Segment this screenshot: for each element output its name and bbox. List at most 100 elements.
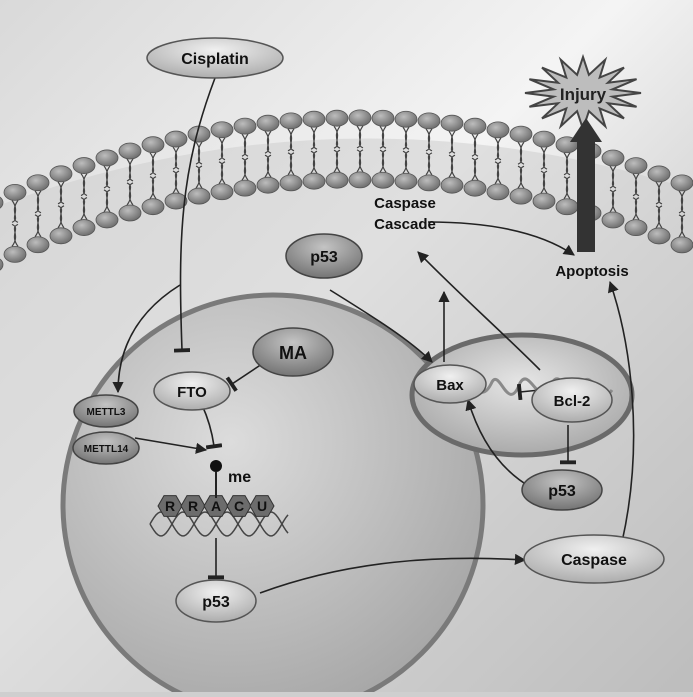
lipid-tail [310, 126, 318, 174]
motif-base: R [157, 495, 183, 517]
lipid-head [3, 245, 27, 263]
lipid-head [279, 174, 303, 192]
fto-label: FTO [177, 384, 207, 401]
motif-letter: R [188, 498, 198, 514]
caspase-cascade-line2: Cascade [374, 216, 436, 233]
lipid-head [302, 110, 326, 128]
lipid-head [95, 211, 119, 229]
bax-node: Bax [413, 364, 487, 404]
rna-strand-2 [149, 511, 289, 537]
lipid-head [348, 109, 372, 127]
lipid-head [256, 176, 280, 194]
motif-base: A [203, 495, 229, 517]
injury-burst: Injury [524, 53, 642, 133]
lipid-head [486, 121, 510, 139]
bcl2-label: Bcl-2 [554, 393, 591, 410]
lipid-tail [678, 190, 686, 238]
ma-label: MA [279, 343, 307, 363]
lipid-head [233, 117, 257, 135]
apoptosis-label: Apoptosis [555, 263, 628, 280]
mettl3-label: METTL3 [87, 407, 126, 418]
lipid-head [601, 211, 625, 229]
lipid-tail [632, 173, 640, 221]
cisplatin-to-mettl3 [112, 284, 181, 394]
caspase-cascade-to-apoptosis [427, 221, 575, 256]
lipid-head [532, 130, 556, 148]
caspase-to-apoptosis [607, 280, 635, 543]
lipid-head [371, 109, 395, 127]
lipid-tail [402, 126, 410, 174]
motif-letter: R [165, 498, 175, 514]
lipid-head [118, 204, 142, 222]
motif-letter: C [234, 498, 244, 514]
methyl-mark: me [210, 460, 251, 498]
lipid-head [440, 114, 464, 132]
lipid-head [371, 171, 395, 189]
lipid-head [164, 192, 188, 210]
mettl3-node: METTL3 [73, 394, 139, 428]
lipid-head [440, 176, 464, 194]
lipid-head [72, 219, 96, 236]
lipid-head [670, 174, 693, 192]
lipid-head [463, 179, 487, 197]
caspase-cascade-line1: Caspase [374, 195, 436, 212]
lipid-tail [333, 125, 341, 173]
p53-mito-node: p53 [521, 469, 603, 511]
lipid-head [624, 219, 648, 237]
lipid-tail [379, 125, 387, 173]
caspase-cascade-node: Caspase Cascade [374, 195, 436, 233]
cisplatin-label: Cisplatin [181, 51, 249, 68]
lipid-head [417, 112, 441, 130]
lipid-head [210, 183, 234, 201]
lipid-tail [563, 152, 571, 200]
lipid-head [210, 121, 234, 139]
lipid-tail [471, 133, 479, 181]
p53-mito-label: p53 [548, 483, 576, 500]
apoptosis-to-injury-arrow [570, 118, 602, 252]
lipid-head [141, 136, 165, 154]
lipid-tail [287, 128, 295, 176]
lipid-head [49, 227, 73, 245]
lipid-head [302, 172, 326, 190]
lipid-head [394, 110, 418, 128]
lipid-head [670, 236, 693, 254]
lipid-tail [149, 152, 157, 200]
lipid-head [141, 198, 165, 216]
mettl14-to-methyl [134, 437, 208, 454]
lipid-head [417, 174, 441, 192]
lipid-head [279, 112, 303, 130]
p53-nucleus-node: p53 [175, 579, 257, 623]
lipid-head [187, 187, 211, 205]
lipid-tail [126, 158, 134, 206]
lipid-tail [264, 130, 272, 178]
lipid-head [325, 171, 349, 189]
lipid-head [509, 125, 533, 143]
lipid-tail [34, 190, 42, 238]
methyl-label: me [228, 469, 251, 486]
lipid-tail [172, 146, 180, 194]
lipid-head [95, 149, 119, 167]
lipid-head [647, 227, 671, 245]
caspase-node: Caspase [523, 534, 665, 584]
lipid-head [486, 183, 510, 201]
ma-node: MA [252, 327, 334, 377]
lipid-head [555, 198, 579, 216]
injury-label: Injury [560, 85, 607, 104]
lipid-head [233, 179, 257, 197]
lipid-tail [241, 133, 249, 181]
p53-mito-to-bax [465, 398, 533, 489]
lipid-tail [80, 173, 88, 220]
lipid-head [0, 196, 4, 209]
lipid-head [532, 192, 556, 210]
lipid-head [463, 117, 487, 135]
ma-inhibits-fto [225, 363, 263, 392]
lipid-tail [494, 137, 502, 185]
apoptosis-node: Apoptosis [555, 263, 628, 280]
motif-base: U [249, 495, 275, 517]
lipid-tail [609, 165, 617, 213]
lipid-head [647, 165, 671, 183]
lipid-head [624, 157, 648, 175]
